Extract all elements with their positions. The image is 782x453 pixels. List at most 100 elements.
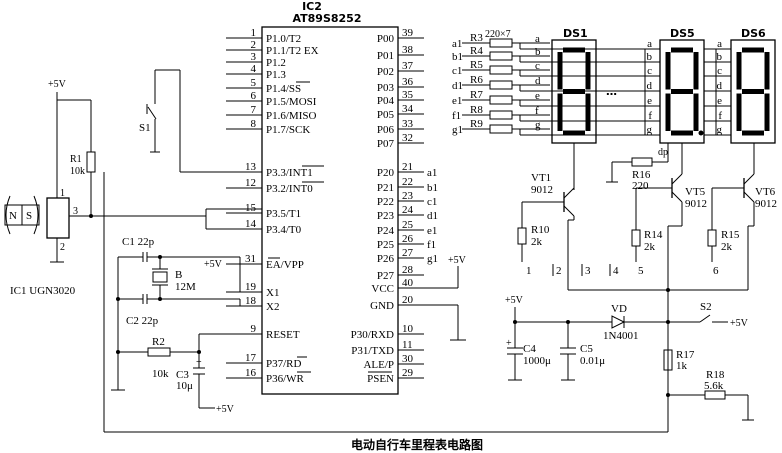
segment-letter: b <box>717 51 723 63</box>
digit-drivers: VT1 9012 VT5 9012 VT6 9012 R10 2k R14 2k… <box>517 143 777 277</box>
ic2-pin-name: P1.3 <box>266 69 286 81</box>
ic2-pin-number: 39 <box>402 27 414 39</box>
vcc-label-ic2: +5V <box>448 255 467 266</box>
ic2-pin-name: P1.0/T2 <box>266 33 301 45</box>
ic2-pin-number: 8 <box>251 118 257 130</box>
segment-letter: c <box>717 65 722 77</box>
segment-resistor <box>489 110 513 120</box>
segment-resistor-ref: R4 <box>470 45 483 57</box>
digit-net-label: 6 <box>713 265 719 277</box>
rnet-value: 220×7 <box>485 29 511 40</box>
segment-letter: g <box>647 124 653 136</box>
segment-letter: a <box>535 33 540 45</box>
ds1-label: DS1 <box>563 27 588 40</box>
segment-letter: e <box>647 95 652 107</box>
ic2-pin-name: P3.3/INT1 <box>266 167 313 179</box>
r15-resistor <box>707 229 717 247</box>
decimal-point <box>698 130 704 136</box>
r16-val: 220 <box>632 180 649 192</box>
ic2-pin-number: 15 <box>245 202 257 214</box>
ic2-pin-name: P06 <box>377 124 395 136</box>
r15-ref: R15 <box>721 229 740 241</box>
ds6-label: DS6 <box>741 27 766 40</box>
oscillator-section: +5V C1 22p C2 22p B 12M <box>103 172 668 433</box>
ic2-pin-name: PSEN <box>367 373 394 385</box>
ic2-pin-name: P24 <box>377 225 395 237</box>
ic2-pin-name: P07 <box>377 138 395 150</box>
resistor-net-label: f1 <box>452 110 461 122</box>
xtal-b <box>152 271 168 283</box>
ic2-pin-number: 10 <box>402 323 414 335</box>
segment-letter: f <box>718 110 722 122</box>
c2-label: C2 22p <box>126 315 159 327</box>
r18-val: 5.6k <box>704 380 724 392</box>
magnet-s <box>21 204 40 226</box>
r10-ref: R10 <box>531 224 550 236</box>
rotation-arc-left <box>5 195 11 235</box>
ic2-pin-number: 3 <box>251 51 257 63</box>
segment-resistor <box>489 95 513 105</box>
segment-resistor-ref: R5 <box>470 59 483 71</box>
s2-label: S2 <box>700 301 712 313</box>
ic2-pin-name: VCC <box>371 283 394 295</box>
ic2-pin-number: 13 <box>245 161 257 173</box>
segment-resistor-ref: R3 <box>470 32 483 44</box>
segment-net-label: e1 <box>427 225 437 237</box>
ic2-pin-number: 11 <box>402 339 413 351</box>
segment-letter: b <box>647 51 653 63</box>
dp-label: dp <box>658 147 668 158</box>
xtal-val: 12M <box>175 281 196 293</box>
pnp-transistor <box>563 187 575 217</box>
segment-letter: d <box>647 80 653 92</box>
ic2-pin-name: P05 <box>377 109 395 121</box>
segment-letter: g <box>717 124 723 136</box>
ic2-pin-name: RESET <box>266 329 300 341</box>
ic2-pin-number: 38 <box>402 44 414 56</box>
ic2-pin-name: P3.4/T0 <box>266 224 302 236</box>
ic1-hall-sensor <box>46 197 70 239</box>
rotation-arc-right <box>33 195 39 235</box>
segment-resistor <box>489 65 513 75</box>
ic2-pin-name: P3.2/INT0 <box>266 183 313 195</box>
segment-resistor-ref: R9 <box>470 118 483 130</box>
ic2-right-pins: 39P0038P0137P0236P0335P0434P0533P0632P07… <box>351 27 438 385</box>
s2-vcc-label: +5V <box>730 318 749 329</box>
digit-net-label: 2 <box>556 265 562 277</box>
c5-ref: C5 <box>580 343 593 355</box>
magnet-s-label: S <box>26 210 32 222</box>
r2-resistor <box>147 347 171 357</box>
ic2-body <box>261 26 399 395</box>
segment-net-label: d1 <box>427 210 438 222</box>
resistor-net-label: c1 <box>452 65 462 77</box>
ic2-pin-number: 14 <box>245 218 257 230</box>
segment-resistor <box>489 124 513 134</box>
segment-letter: e <box>717 95 722 107</box>
ic2-pin-name: P30/RXD <box>351 329 394 341</box>
ic2-pin-name: P03 <box>377 82 395 94</box>
ea-vcc-label: +5V <box>204 259 223 270</box>
r10-resistor <box>517 227 527 245</box>
r1-ref: R1 <box>70 154 82 165</box>
ic2-pin-name: X1 <box>266 287 279 299</box>
ic2-pin-name: P20 <box>377 167 395 179</box>
c5-val: 0.01μ <box>580 355 605 367</box>
ic2-pin-number: 30 <box>402 353 414 365</box>
vd-diode <box>611 315 626 329</box>
ic2-pin-number: 19 <box>245 281 257 293</box>
ic2-pin-number: 35 <box>402 89 414 101</box>
segment-letter: f <box>535 105 539 117</box>
segment-letter: a <box>717 38 722 50</box>
pnp-transistor <box>671 173 683 203</box>
r17-ref: R17 <box>676 349 695 361</box>
hall-sensor-section: +5V R1 10k 1 2 3 IC1 UGN3020 N S <box>4 79 262 297</box>
segment-resistor-ref: R6 <box>470 74 483 86</box>
ic1-pin1: 1 <box>60 188 65 199</box>
digit-net-label: 5 <box>638 265 644 277</box>
ic1-pin3: 3 <box>73 206 78 217</box>
ic2-pin-number: 18 <box>245 295 257 307</box>
ic2-pin-number: 22 <box>402 176 413 188</box>
ic2-pin-name: P1.7/SCK <box>266 124 310 136</box>
ic2-pin-name: EA/VPP <box>266 259 304 271</box>
resistor-net-label: a1 <box>452 38 462 50</box>
ic2-pin-name: P1.2 <box>266 57 286 69</box>
